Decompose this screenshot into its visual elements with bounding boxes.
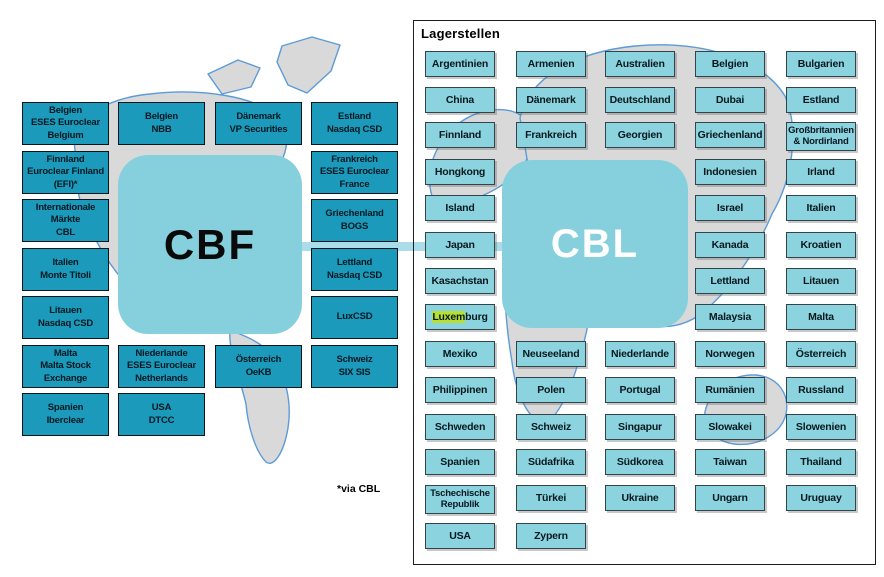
- country-box: Tschechische Republik: [425, 485, 495, 514]
- country-box: Armenien: [516, 51, 586, 77]
- market-box: Schweiz SIX SIS: [311, 345, 398, 388]
- cbl-hub: CBL: [502, 160, 688, 328]
- country-box: Türkei: [516, 485, 586, 511]
- market-box: Frankreich ESES Euroclear France: [311, 151, 398, 194]
- market-box: Litauen Nasdaq CSD: [22, 296, 109, 339]
- country-box: Frankreich: [516, 122, 586, 148]
- country-box: Argentinien: [425, 51, 495, 77]
- country-box: Dänemark: [516, 87, 586, 113]
- country-box: Spanien: [425, 449, 495, 475]
- country-box: Japan: [425, 232, 495, 258]
- country-box: Niederlande: [605, 341, 675, 367]
- market-box: Griechenland BOGS: [311, 199, 398, 242]
- market-box: Estland Nasdaq CSD: [311, 102, 398, 145]
- country-box: Schweden: [425, 414, 495, 440]
- country-box: Portugal: [605, 377, 675, 403]
- lagerstellen-panel: [413, 20, 876, 565]
- country-box: Österreich: [786, 341, 856, 367]
- market-box: Spanien Iberclear: [22, 393, 109, 436]
- country-box: Kasachstan: [425, 268, 495, 294]
- search-highlight: Luxem: [432, 310, 466, 324]
- country-box: Indonesien: [695, 159, 765, 185]
- country-box: Hongkong: [425, 159, 495, 185]
- country-box: Litauen: [786, 268, 856, 294]
- continent-greenland: [276, 36, 341, 94]
- country-box: Slowakei: [695, 414, 765, 440]
- country-box: Polen: [516, 377, 586, 403]
- country-box: Lettland: [695, 268, 765, 294]
- market-box: Belgien ESES Euroclear Belgium: [22, 102, 109, 145]
- country-box: Südkorea: [605, 449, 675, 475]
- market-box: Internationale Märkte CBL: [22, 199, 109, 242]
- market-box: Österreich OeKB: [215, 345, 302, 388]
- cbf-cbl-connector: [301, 242, 503, 251]
- country-box: Israel: [695, 195, 765, 221]
- country-box: Estland: [786, 87, 856, 113]
- country-box: Finnland: [425, 122, 495, 148]
- market-box: USA DTCC: [118, 393, 205, 436]
- country-box: Dubai: [695, 87, 765, 113]
- country-box: Island: [425, 195, 495, 221]
- country-box: Kroatien: [786, 232, 856, 258]
- country-box: Georgien: [605, 122, 675, 148]
- country-box: Irland: [786, 159, 856, 185]
- country-box: Italien: [786, 195, 856, 221]
- continent-arctic-islands: [207, 59, 261, 95]
- country-box: Großbritannien & Nordirland: [786, 122, 856, 151]
- country-box: Slowenien: [786, 414, 856, 440]
- market-box: Niederlande ESES Euroclear Netherlands: [118, 345, 205, 388]
- panel-title: Lagerstellen: [421, 26, 500, 41]
- country-box: Malaysia: [695, 304, 765, 330]
- country-label-rest: burg: [465, 310, 488, 323]
- country-box: Singapur: [605, 414, 675, 440]
- country-box: Südafrika: [516, 449, 586, 475]
- country-box: Ukraine: [605, 485, 675, 511]
- country-box: Taiwan: [695, 449, 765, 475]
- market-box: Malta Malta Stock Exchange: [22, 345, 109, 388]
- country-box: China: [425, 87, 495, 113]
- country-box: Belgien: [695, 51, 765, 77]
- market-box: Belgien NBB: [118, 102, 205, 145]
- via-cbl-footnote: *via CBL: [337, 483, 381, 495]
- market-box: Italien Monte Titoli: [22, 248, 109, 291]
- country-box: Russland: [786, 377, 856, 403]
- country-box: Schweiz: [516, 414, 586, 440]
- country-box: Zypern: [516, 523, 586, 549]
- country-box: Philippinen: [425, 377, 495, 403]
- country-box: Deutschland: [605, 87, 675, 113]
- country-box: Griechenland: [695, 122, 765, 148]
- country-box: Ungarn: [695, 485, 765, 511]
- market-box: Finnland Euroclear Finland (EFI)*: [22, 151, 109, 194]
- country-box: Thailand: [786, 449, 856, 475]
- country-box: Uruguay: [786, 485, 856, 511]
- cbf-hub: CBF: [118, 155, 302, 334]
- country-box: Bulgarien: [786, 51, 856, 77]
- country-box: Neuseeland: [516, 341, 586, 367]
- country-box: Malta: [786, 304, 856, 330]
- country-box: Kanada: [695, 232, 765, 258]
- country-box: Australien: [605, 51, 675, 77]
- country-box: Norwegen: [695, 341, 765, 367]
- country-box: Mexiko: [425, 341, 495, 367]
- market-box: Lettland Nasdaq CSD: [311, 248, 398, 291]
- country-box: Rumänien: [695, 377, 765, 403]
- market-box: Dänemark VP Securities: [215, 102, 302, 145]
- country-box: USA: [425, 523, 495, 549]
- market-box: LuxCSD: [311, 296, 398, 339]
